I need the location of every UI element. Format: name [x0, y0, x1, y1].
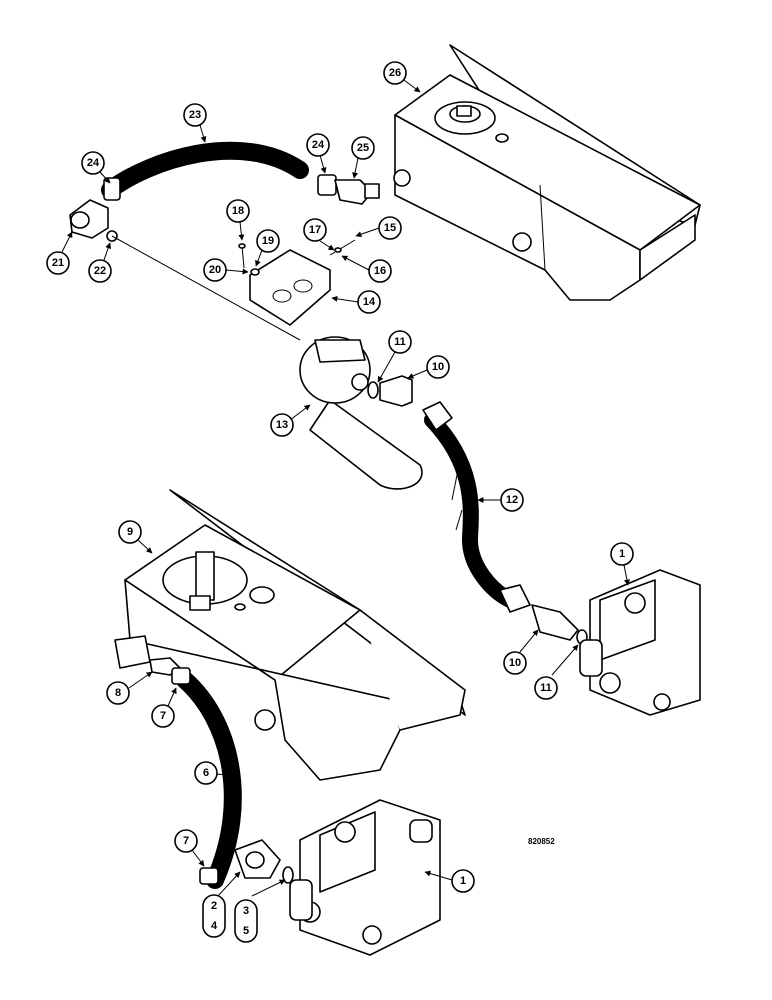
svg-text:18: 18: [232, 205, 244, 217]
svg-text:23: 23: [189, 109, 201, 121]
steel-tube: [422, 401, 531, 613]
callout-22: 22: [88, 242, 112, 283]
drawing-code: 820852: [528, 837, 555, 846]
callout-2-4-outline: [202, 894, 226, 938]
bolt-18: [238, 243, 246, 269]
callout-3: 3: [243, 879, 286, 917]
svg-text:22: 22: [94, 265, 106, 277]
svg-text:1: 1: [619, 548, 625, 560]
callout-23: 23: [183, 103, 207, 143]
adapter-10-lower: [531, 604, 579, 641]
callout-7-upper: 7: [151, 687, 177, 728]
elbow-fitting-21: [69, 199, 109, 239]
hose-lower: [176, 671, 242, 889]
callout-5: 5: [243, 925, 249, 937]
hydraulic-tank-lower: [114, 489, 466, 781]
svg-text:25: 25: [357, 142, 369, 154]
callout-25: 25: [351, 136, 375, 179]
svg-text:24: 24: [312, 139, 325, 151]
callout-2: 2: [211, 871, 241, 912]
callout-21: 21: [46, 231, 73, 275]
callout-8: 8: [106, 671, 153, 705]
svg-text:11: 11: [540, 682, 552, 694]
callout-18: 18: [226, 199, 250, 241]
callout-4: 4: [211, 920, 218, 932]
callout-11-lower: 11: [534, 644, 579, 700]
control-valve-lower: [289, 799, 441, 956]
svg-text:12: 12: [506, 494, 518, 506]
washer-20: [250, 268, 260, 276]
svg-text:11: 11: [394, 336, 406, 348]
hose-upper: [101, 141, 309, 199]
elbow-fitting-2: [234, 839, 281, 879]
svg-text:7: 7: [160, 710, 166, 722]
mounting-bracket: [249, 249, 331, 326]
svg-text:16: 16: [374, 265, 386, 277]
bolt-15: [329, 239, 356, 256]
svg-text:26: 26: [389, 67, 401, 79]
svg-text:2: 2: [211, 900, 217, 912]
callout-7-lower: 7: [174, 829, 205, 867]
svg-text:7: 7: [183, 835, 189, 847]
svg-text:9: 9: [127, 526, 133, 538]
callout-14: 14: [331, 290, 381, 314]
callout-19: 19: [255, 229, 280, 267]
svg-text:21: 21: [52, 257, 64, 269]
svg-text:15: 15: [384, 222, 396, 234]
svg-text:8: 8: [115, 687, 121, 699]
svg-text:19: 19: [262, 235, 274, 247]
callout-17: 17: [303, 218, 335, 251]
svg-text:1: 1: [460, 875, 466, 887]
svg-text:10: 10: [509, 657, 521, 669]
svg-text:3: 3: [243, 905, 249, 917]
callout-11-upper: 11: [377, 330, 412, 383]
callout-1-lower: 1: [424, 869, 475, 893]
callout-24-left: 24: [81, 151, 111, 184]
filter-assembly: [299, 336, 423, 490]
adapter-10-upper: [379, 375, 413, 407]
hose-clamp-7-upper: [171, 667, 191, 685]
hose-clamp-7-lower: [199, 867, 219, 885]
svg-text:10: 10: [432, 361, 444, 373]
svg-text:4: 4: [211, 920, 218, 932]
callout-20: 20: [203, 258, 249, 282]
callout-15: 15: [355, 216, 402, 240]
callout-12: 12: [477, 488, 524, 512]
svg-text:6: 6: [203, 767, 209, 779]
callout-6: 6: [194, 761, 237, 785]
control-valve-upper: [579, 569, 701, 716]
hose-clamp-left: [103, 177, 121, 201]
callout-10-upper: 10: [407, 355, 450, 379]
callout-16: 16: [341, 255, 392, 283]
o-ring-11-upper: [367, 381, 379, 399]
svg-text:14: 14: [363, 296, 376, 308]
o-ring-3: [282, 866, 294, 884]
callout-3-5-outline: [234, 899, 258, 943]
hose-clamp-right: [317, 174, 337, 196]
svg-text:5: 5: [243, 925, 249, 937]
washer-16: [334, 247, 342, 253]
callout-13: 13: [270, 404, 311, 437]
svg-text:17: 17: [309, 224, 321, 236]
callout-24-right: 24: [306, 133, 330, 174]
callout-10-lower: 10: [503, 629, 539, 675]
callout-26: 26: [383, 61, 421, 93]
svg-text:13: 13: [276, 419, 288, 431]
elbow-fitting-25: [334, 179, 380, 205]
hydraulic-tank-upper: [393, 44, 701, 301]
callout-9: 9: [118, 520, 153, 554]
callout-1-upper: 1: [610, 542, 634, 586]
svg-text:24: 24: [87, 157, 100, 169]
svg-text:20: 20: [209, 264, 221, 276]
